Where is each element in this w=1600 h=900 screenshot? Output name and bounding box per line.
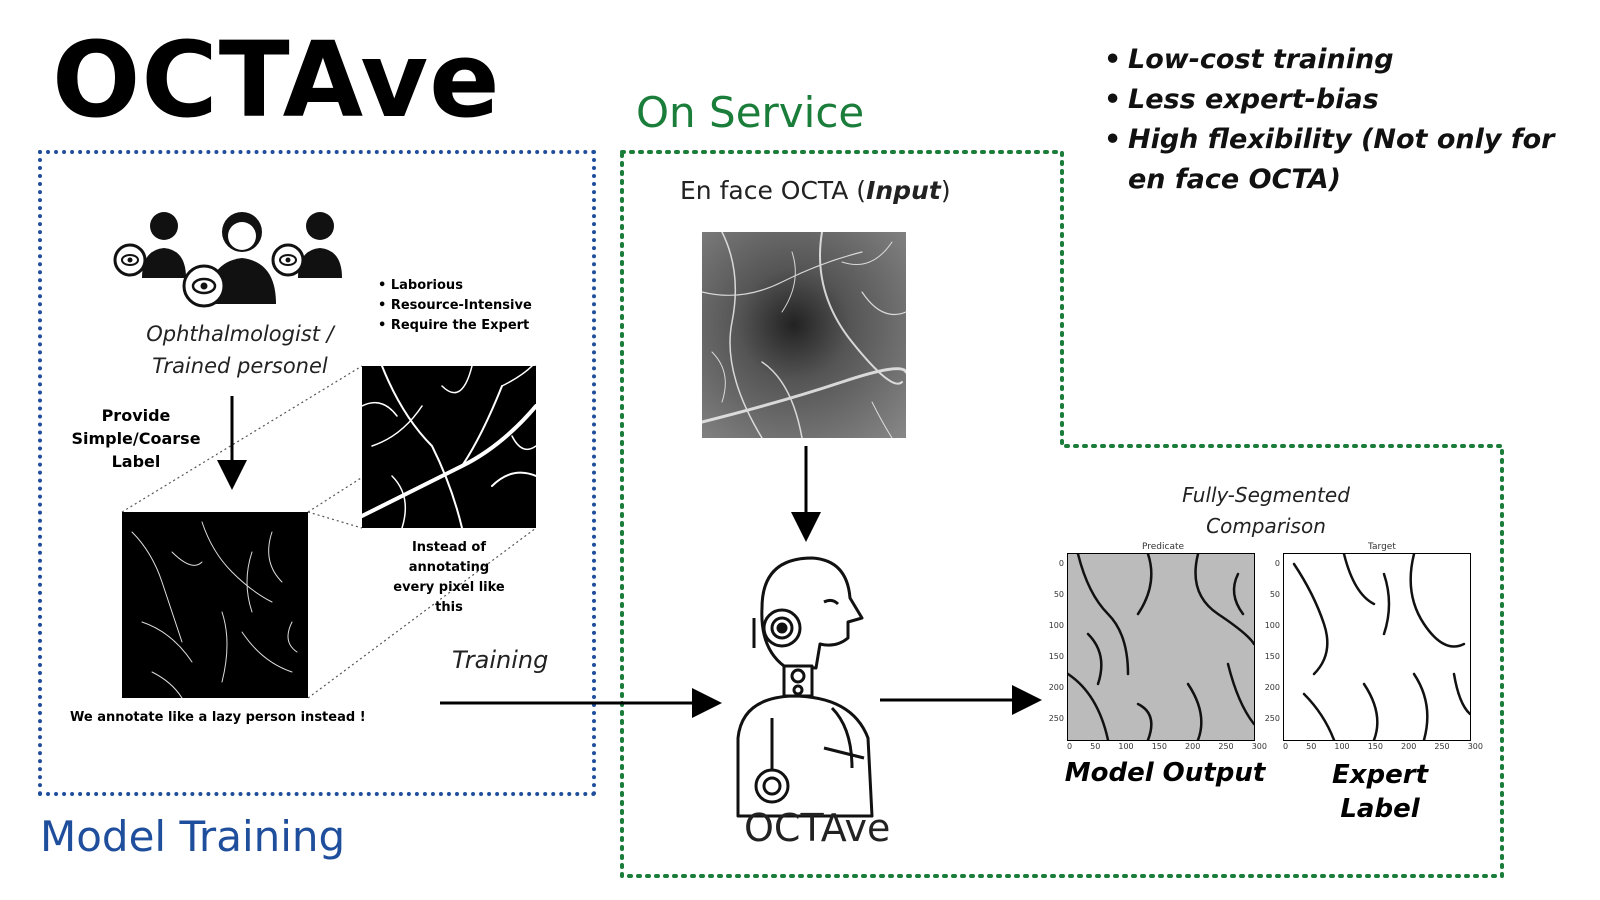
dense-caption-line: every pixel like — [393, 580, 505, 595]
model-training-label: Model Training — [40, 812, 346, 861]
benefit-item: Low-cost training — [1104, 40, 1554, 80]
tick-label: 50 — [1090, 742, 1101, 751]
on-service-label: On Service — [636, 88, 865, 137]
tick-label: 100 — [1334, 742, 1350, 751]
panel-left-title: Predicate — [1142, 542, 1185, 552]
robot-icon — [736, 556, 874, 818]
dense-caption: Instead of annotating every pixel like t… — [370, 538, 528, 618]
tick-label: 200 — [1401, 742, 1417, 751]
benefit-item: Less expert-bias — [1104, 80, 1554, 120]
benefit-item: High flexibility (Not only for — [1104, 120, 1554, 160]
provide-line: Label — [111, 452, 161, 471]
issue-item: • Require the Expert — [378, 318, 530, 333]
tick-label: 250 — [1264, 714, 1280, 723]
model-name: OCTAve — [744, 806, 891, 850]
provide-line: Simple/Coarse — [71, 429, 201, 448]
tick-label: 200 — [1185, 742, 1201, 751]
tick-label: 100 — [1118, 742, 1134, 751]
y-axis-right: 0 50 100 150 200 250 — [1262, 548, 1280, 734]
octa-input-image — [702, 232, 906, 438]
input-label: En face OCTA (Input) — [680, 176, 951, 205]
tick-label: 100 — [1264, 621, 1280, 630]
expert-label-caption: Expert Label — [1290, 758, 1470, 826]
annotator-caption: Ophthalmologist / Trained personel — [140, 318, 340, 382]
tick-label: 200 — [1264, 683, 1280, 692]
tick-label: 150 — [1048, 652, 1064, 661]
tick-label: 250 — [1218, 742, 1234, 751]
annotator-line: Trained personel — [152, 354, 328, 378]
provide-line: Provide — [101, 406, 171, 425]
tick-label: 50 — [1306, 742, 1317, 751]
tick-label: 50 — [1053, 590, 1064, 599]
tick-label: 0 — [1067, 742, 1073, 751]
x-axis-right: 0 50 100 150 200 250 300 — [1283, 742, 1483, 751]
expert-label-line: Expert — [1331, 760, 1429, 790]
coarse-label-image — [122, 512, 308, 698]
tick-label: 250 — [1434, 742, 1450, 751]
dense-caption-line: this — [435, 600, 463, 615]
tick-label: 150 — [1151, 742, 1167, 751]
tick-label: 200 — [1048, 683, 1064, 692]
doctor-icon — [113, 212, 342, 308]
dense-caption-line: Instead of annotating — [408, 540, 490, 575]
x-axis-left: 0 50 100 150 200 250 300 — [1067, 742, 1267, 751]
coarse-caption: We annotate like a lazy person instead ! — [70, 710, 366, 725]
dense-label-image — [362, 366, 536, 528]
page-title: OCTAve — [52, 19, 501, 141]
issues-list: • Laborious • Resource-Intensive • Requi… — [378, 276, 532, 336]
expert-label-panel — [1283, 553, 1471, 741]
input-label-suffix: ) — [940, 176, 951, 205]
tick-label: 150 — [1264, 652, 1280, 661]
tick-label: 300 — [1467, 742, 1483, 751]
model-output-panel — [1067, 553, 1255, 741]
provide-label: Provide Simple/Coarse Label — [66, 404, 206, 473]
tick-label: 0 — [1274, 559, 1280, 568]
annotator-line: Ophthalmologist / — [146, 322, 334, 346]
input-label-prefix: En face OCTA ( — [680, 176, 867, 205]
comparison-line: Comparison — [1206, 514, 1326, 538]
tick-label: 250 — [1048, 714, 1064, 723]
tick-label: 100 — [1048, 621, 1064, 630]
issue-item: • Resource-Intensive — [378, 298, 532, 313]
comparison-caption: Fully-Segmented Comparison — [1166, 480, 1366, 542]
expert-label-line: Label — [1340, 794, 1420, 824]
tick-label: 50 — [1269, 590, 1280, 599]
y-axis-left: 0 50 100 150 200 250 — [1046, 548, 1064, 734]
comparison-line: Fully-Segmented — [1182, 483, 1350, 507]
training-arrow-label: Training — [452, 646, 549, 674]
model-output-label: Model Output — [1064, 758, 1266, 788]
benefit-item-continued: en face OCTA) — [1128, 164, 1341, 195]
issue-item: • Laborious — [378, 278, 463, 293]
input-label-bold: Input — [866, 176, 941, 205]
benefits-list: Low-cost training Less expert-bias High … — [1104, 40, 1554, 200]
tick-label: 0 — [1058, 559, 1064, 568]
tick-label: 300 — [1251, 742, 1267, 751]
tick-label: 150 — [1367, 742, 1383, 751]
model-training-box — [38, 150, 596, 796]
panel-right-title: Target — [1368, 542, 1396, 552]
tick-label: 0 — [1283, 742, 1289, 751]
